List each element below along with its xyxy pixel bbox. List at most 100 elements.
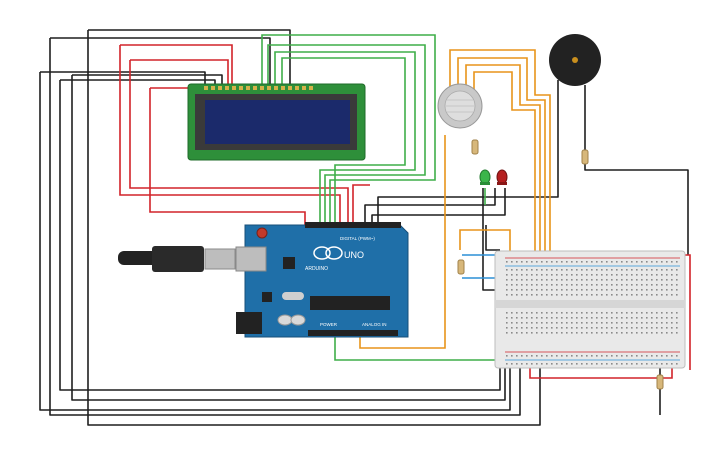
breadboard-hole <box>641 294 643 296</box>
wire-black-13 <box>377 80 559 225</box>
resistor-2[interactable] <box>581 149 589 165</box>
breadboard-hole <box>531 363 533 365</box>
breadboard-hole <box>621 322 623 324</box>
gas-sensor[interactable] <box>437 83 483 129</box>
breadboard-hole <box>611 284 613 286</box>
breadboard-hole <box>586 269 588 271</box>
breadboard-hole <box>526 261 528 263</box>
breadboard-hole <box>551 355 553 357</box>
reset-button-icon[interactable] <box>256 227 268 239</box>
green-led[interactable] <box>479 169 491 185</box>
breadboard-hole <box>621 279 623 281</box>
breadboard-hole <box>631 294 633 296</box>
breadboard-hole <box>596 317 598 319</box>
breadboard-hole <box>516 332 518 334</box>
breadboard-hole <box>666 274 668 276</box>
wire-green-2 <box>267 44 426 225</box>
breadboard-hole <box>556 322 558 324</box>
breadboard-hole <box>571 327 573 329</box>
breadboard[interactable] <box>494 250 686 369</box>
breadboard-hole <box>646 327 648 329</box>
resistor-3[interactable] <box>457 259 465 275</box>
breadboard-hole <box>596 363 598 365</box>
breadboard-hole <box>506 355 508 357</box>
breadboard-hole <box>636 322 638 324</box>
piezo-buzzer[interactable] <box>549 34 601 86</box>
breadboard-hole <box>511 274 513 276</box>
breadboard-hole <box>601 317 603 319</box>
breadboard-hole <box>511 289 513 291</box>
breadboard-hole <box>546 355 548 357</box>
breadboard-hole <box>571 317 573 319</box>
breadboard-hole <box>591 363 593 365</box>
breadboard-hole <box>541 355 543 357</box>
breadboard-hole <box>586 289 588 291</box>
breadboard-hole <box>596 269 598 271</box>
breadboard-hole <box>506 322 508 324</box>
breadboard-hole <box>506 279 508 281</box>
breadboard-hole <box>546 284 548 286</box>
breadboard-hole <box>606 274 608 276</box>
breadboard-hole <box>541 294 543 296</box>
breadboard-hole <box>641 261 643 263</box>
breadboard-hole <box>666 322 668 324</box>
breadboard-hole <box>601 279 603 281</box>
breadboard-hole <box>646 294 648 296</box>
breadboard-hole <box>626 279 628 281</box>
breadboard-hole <box>676 332 678 334</box>
breadboard-hole <box>591 332 593 334</box>
breadboard-hole <box>661 284 663 286</box>
breadboard-hole <box>671 332 673 334</box>
breadboard-hole <box>566 294 568 296</box>
breadboard-hole <box>596 312 598 314</box>
red-led[interactable] <box>496 169 508 185</box>
breadboard-hole <box>521 284 523 286</box>
breadboard-hole <box>666 355 668 357</box>
breadboard-hole <box>676 284 678 286</box>
breadboard-hole <box>516 261 518 263</box>
arduino-uno-board[interactable]: ARDUINO UNO DIGITAL (PWM~) POWER ANALOG … <box>235 222 409 338</box>
breadboard-hole <box>531 327 533 329</box>
wire-black-10 <box>71 75 506 401</box>
lcd-display[interactable] <box>187 83 366 161</box>
breadboard-hole <box>556 284 558 286</box>
breadboard-hole <box>551 261 553 263</box>
breadboard-hole <box>536 261 538 263</box>
breadboard-hole <box>631 284 633 286</box>
breadboard-hole <box>626 355 628 357</box>
breadboard-hole <box>506 312 508 314</box>
breadboard-hole <box>521 355 523 357</box>
breadboard-hole <box>576 317 578 319</box>
breadboard-hole <box>576 279 578 281</box>
breadboard-hole <box>611 322 613 324</box>
breadboard-hole <box>546 279 548 281</box>
breadboard-hole <box>536 355 538 357</box>
breadboard-hole <box>656 312 658 314</box>
breadboard-hole <box>566 332 568 334</box>
breadboard-hole <box>566 269 568 271</box>
breadboard-hole <box>661 269 663 271</box>
breadboard-hole <box>526 274 528 276</box>
resistor-4[interactable] <box>656 374 664 390</box>
breadboard-hole <box>621 312 623 314</box>
breadboard-hole <box>521 294 523 296</box>
breadboard-hole <box>561 322 563 324</box>
breadboard-hole <box>646 322 648 324</box>
lcd-pin-header <box>204 86 313 90</box>
breadboard-hole <box>561 289 563 291</box>
breadboard-hole <box>531 322 533 324</box>
digital-label: DIGITAL (PWM~) <box>340 236 375 241</box>
breadboard-hole <box>641 284 643 286</box>
resistor-1[interactable] <box>471 139 479 155</box>
wire-black-6 <box>39 72 511 411</box>
breadboard-hole <box>586 279 588 281</box>
breadboard-hole <box>601 312 603 314</box>
breadboard-hole <box>526 284 528 286</box>
breadboard-hole <box>546 289 548 291</box>
power-jack <box>236 312 262 334</box>
breadboard-hole <box>526 269 528 271</box>
wire-orange-2 <box>457 57 546 255</box>
breadboard-hole <box>616 355 618 357</box>
wire-black-1 <box>88 29 291 85</box>
analog-label: ANALOG IN <box>362 322 387 327</box>
